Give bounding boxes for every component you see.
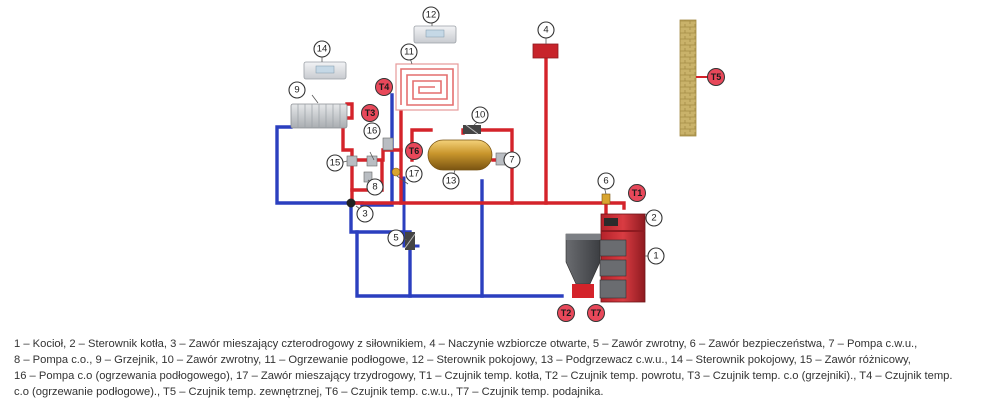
sensor-tag-t5: T5 bbox=[707, 68, 725, 86]
tag-2: 2 bbox=[645, 209, 663, 227]
tag-10: 10 bbox=[471, 106, 489, 124]
svg-text:16: 16 bbox=[367, 126, 378, 137]
sensor-tag-t4: T4 bbox=[375, 78, 393, 96]
radiator bbox=[290, 103, 348, 129]
tag-14: 14 bbox=[313, 40, 331, 58]
legend: 1 – Kocioł, 2 – Sterownik kotła, 3 – Zaw… bbox=[14, 336, 990, 400]
sensor-tags: T1 T2 T3 T4 T5 T6 T7 bbox=[361, 68, 725, 322]
safety-valve bbox=[601, 193, 611, 205]
svg-text:17: 17 bbox=[409, 169, 420, 180]
tag-3: 3 bbox=[356, 205, 374, 223]
supply-pipe-boiler-top bbox=[604, 201, 626, 210]
tag-13: 13 bbox=[442, 172, 460, 190]
three-way-mixing-valve bbox=[391, 167, 401, 177]
svg-text:7: 7 bbox=[509, 155, 514, 166]
expansion-vessel bbox=[532, 43, 559, 59]
check-valve-cwu bbox=[463, 124, 481, 135]
heating-system-diagram: 1 2 3 4 5 6 7 8 9 10 11 12 13 14 15 16 1… bbox=[275, 6, 725, 322]
four-way-mixing-valve bbox=[346, 198, 356, 208]
room-controller-radiator bbox=[303, 61, 347, 80]
sensor-tag-t2: T2 bbox=[557, 304, 575, 322]
legend-line: c.o (ogrzewanie podłogowe)., T5 – Czujni… bbox=[14, 386, 604, 398]
svg-text:T2: T2 bbox=[561, 308, 572, 318]
sensor-tag-t6: T6 bbox=[405, 142, 423, 160]
sensor-tag-t3: T3 bbox=[361, 104, 379, 122]
svg-text:4: 4 bbox=[543, 25, 548, 36]
svg-text:T1: T1 bbox=[632, 188, 643, 198]
svg-text:14: 14 bbox=[317, 44, 328, 55]
svg-text:T6: T6 bbox=[409, 146, 420, 156]
boiler-doors bbox=[599, 239, 627, 299]
svg-text:T3: T3 bbox=[365, 108, 376, 118]
tag-9: 9 bbox=[288, 81, 306, 99]
svg-text:1: 1 bbox=[653, 251, 658, 262]
tag-11: 11 bbox=[400, 43, 418, 61]
svg-text:11: 11 bbox=[404, 47, 414, 58]
svg-text:T5: T5 bbox=[711, 72, 722, 82]
pump-co bbox=[363, 171, 373, 183]
tag-1: 1 bbox=[647, 247, 665, 265]
boiler-hopper bbox=[565, 233, 601, 298]
svg-text:5: 5 bbox=[393, 233, 398, 244]
return-pipe-main bbox=[275, 125, 364, 205]
svg-text:15: 15 bbox=[330, 158, 341, 169]
legend-line: 1 – Kocioł, 2 – Sterownik kotła, 3 – Zaw… bbox=[14, 338, 918, 350]
hot-water-tank bbox=[427, 139, 493, 171]
tag-17: 17 bbox=[405, 165, 423, 183]
outdoor-wall bbox=[679, 19, 708, 137]
svg-text:3: 3 bbox=[362, 209, 367, 220]
room-controller-floor bbox=[413, 25, 457, 44]
svg-text:T4: T4 bbox=[379, 82, 390, 92]
svg-text:6: 6 bbox=[603, 176, 608, 187]
svg-text:8: 8 bbox=[372, 182, 377, 193]
component-tags: 1 2 3 4 5 6 7 8 9 10 11 12 13 14 15 16 1… bbox=[288, 6, 665, 265]
svg-text:10: 10 bbox=[475, 110, 486, 121]
tag-15: 15 bbox=[326, 154, 344, 172]
svg-text:9: 9 bbox=[294, 85, 299, 96]
return-pipe-floor-down bbox=[360, 170, 394, 207]
pump-floor-heating bbox=[382, 137, 394, 151]
legend-line: 16 – Pompa c.o (ogrzewania podłogowego),… bbox=[14, 370, 953, 382]
tag-4: 4 bbox=[537, 21, 555, 39]
tag-6: 6 bbox=[597, 172, 615, 190]
legend-line: 8 – Pompa c.o., 9 – Grzejnik, 10 – Zawór… bbox=[14, 354, 911, 366]
svg-text:13: 13 bbox=[446, 176, 457, 187]
tag-12: 12 bbox=[422, 6, 440, 24]
tag-8: 8 bbox=[366, 178, 384, 196]
svg-text:T7: T7 bbox=[591, 308, 602, 318]
svg-text:12: 12 bbox=[426, 10, 437, 21]
tag-7: 7 bbox=[503, 151, 521, 169]
tag-5: 5 bbox=[387, 229, 405, 247]
return-pipe-boiler bbox=[349, 203, 564, 298]
sensor-tag-t1: T1 bbox=[628, 184, 646, 202]
sensor-tag-t7: T7 bbox=[587, 304, 605, 322]
check-valve-return bbox=[404, 232, 416, 250]
underfloor-heating-coil bbox=[395, 63, 459, 111]
tag-16: 16 bbox=[363, 122, 381, 140]
svg-text:2: 2 bbox=[651, 213, 656, 224]
